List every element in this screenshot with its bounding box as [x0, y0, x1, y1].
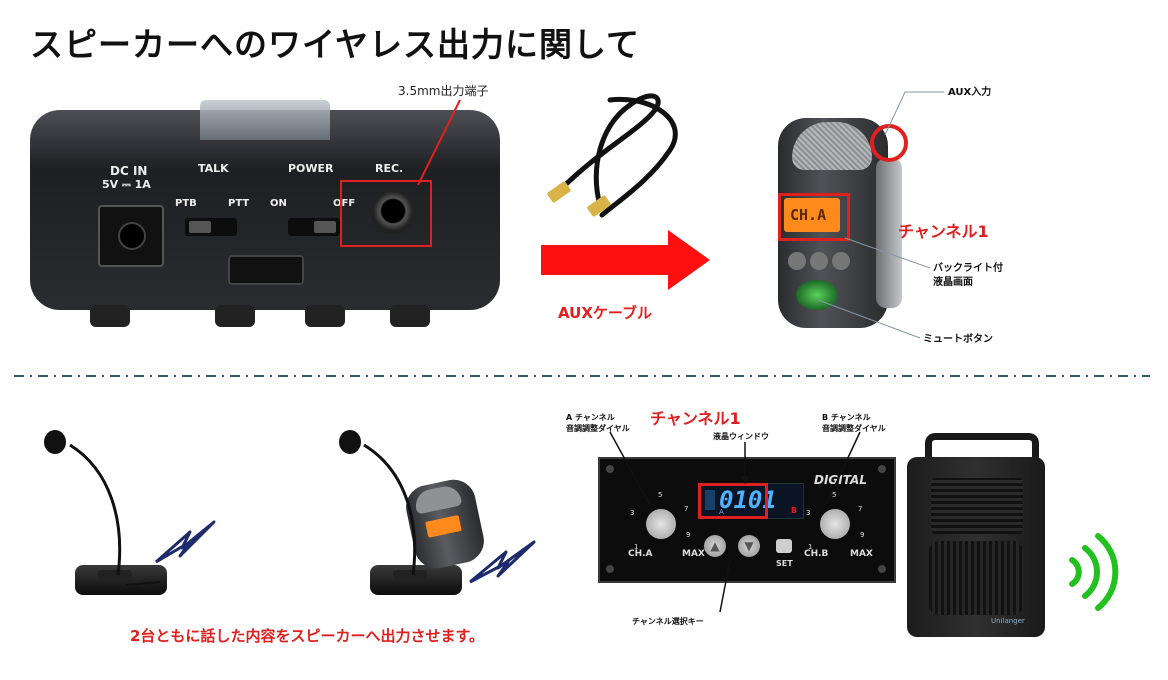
- display-b: B: [791, 506, 798, 515]
- ptb-label: PTB: [175, 198, 197, 209]
- ch-a-label: CH.A: [628, 549, 653, 559]
- mute-button-label: ミュートボタン: [923, 334, 993, 345]
- aux-in-label: AUX入力: [948, 87, 992, 98]
- channel-select-key-label: チャンネル選択キー: [632, 617, 704, 626]
- transmitter-lcd: CH.A: [784, 198, 840, 232]
- power-switch: [288, 218, 340, 236]
- dial-b-scale-3: 3: [806, 509, 811, 517]
- wireless-zigzag-1: [155, 520, 216, 564]
- dial-a-label-line1: A チャンネル: [566, 413, 615, 422]
- off-label: OFF: [333, 198, 356, 209]
- dial-a-scale-9: 9: [686, 531, 691, 539]
- rec-label: REC.: [375, 162, 404, 175]
- backlight-label-line1: バックライト付: [933, 263, 1003, 274]
- mic-1-stem: [69, 443, 122, 576]
- dc-in-label: DC IN: [110, 164, 148, 178]
- channel-down-button[interactable]: ▼: [738, 535, 760, 557]
- bottom-caption: 2台ともに話した内容をスピーカーへ出力させます。: [130, 627, 484, 645]
- lcd-text: CH.A: [790, 206, 827, 224]
- max-left-label: MAX: [682, 549, 705, 559]
- jack-highlight-box: [340, 180, 432, 247]
- button-right: [832, 252, 850, 270]
- receiver-channel-label: チャンネル1: [650, 409, 741, 428]
- dial-a-scale-7: 7: [684, 505, 689, 513]
- digital-label: DIGITAL: [814, 473, 867, 487]
- speaker-brand: Unilanger: [991, 617, 1025, 625]
- aux-cable: [547, 93, 678, 218]
- set-button[interactable]: [776, 539, 792, 553]
- mic-2-stem: [363, 443, 417, 576]
- dc-spec-label: 5V ⎓ 1A: [102, 178, 151, 191]
- dial-a-label-line2: 音調調整ダイヤル: [566, 424, 630, 433]
- cable-label: AUXケーブル: [558, 304, 652, 322]
- backlight-label-line2: 液晶画面: [933, 277, 973, 288]
- ch-b-label: CH.B: [804, 549, 829, 559]
- dial-b-label-line2: 音調調整ダイヤル: [822, 424, 886, 433]
- dc-in-port: [98, 205, 164, 267]
- dial-a[interactable]: [646, 509, 676, 539]
- jack-label: 3.5mm出力端子: [398, 84, 489, 98]
- dial-b-scale-9: 9: [860, 531, 865, 539]
- on-label: ON: [270, 198, 287, 209]
- lcd-highlight-box: [778, 193, 850, 241]
- gooseneck-mic-1: [40, 430, 180, 600]
- dial-a-scale-3: 3: [630, 509, 635, 517]
- dial-a-scale-1: 1: [634, 543, 639, 551]
- button-left: [788, 252, 806, 270]
- dial-b-scale-7: 7: [858, 505, 863, 513]
- backlight-leader: [844, 237, 931, 269]
- talk-switch: [185, 218, 237, 236]
- button-mid: [810, 252, 828, 270]
- wireless-zigzag-2: [469, 540, 536, 584]
- top-channel-label: チャンネル1: [898, 222, 989, 241]
- ptt-label: PTT: [228, 198, 250, 209]
- transmitter-device: DC IN 5V ⎓ 1A TALK PTB PTT POWER ON OFF …: [30, 100, 510, 335]
- portable-speaker: Unilanger: [907, 433, 1045, 638]
- dial-b-scale-1: 1: [808, 543, 813, 551]
- dial-b[interactable]: [820, 509, 850, 539]
- handheld-transmitter: CH.A: [778, 118, 903, 330]
- gooseneck-mic-2: [335, 430, 475, 600]
- set-label: SET: [776, 559, 793, 568]
- aux-in-leader: [884, 91, 944, 136]
- jack-leader-line: [417, 99, 461, 186]
- dial-b-label-line1: B チャンネル: [822, 413, 871, 422]
- power-label: POWER: [288, 162, 334, 175]
- signal-waves-icon: [1069, 533, 1119, 611]
- bottom-slot: [228, 255, 304, 285]
- dial-a-scale-5: 5: [658, 491, 663, 499]
- lcd-window-label: 液晶ウィンドウ: [713, 432, 769, 441]
- dial-b-scale-5: 5: [832, 491, 837, 499]
- channel-up-button[interactable]: ▲: [704, 535, 726, 557]
- output-jack: [370, 188, 416, 234]
- talk-label: TALK: [198, 162, 229, 175]
- page-title: スピーカーへのワイヤレス出力に関して: [30, 25, 641, 64]
- mute-leader: [817, 299, 921, 339]
- display-a: A: [719, 508, 724, 516]
- max-right-label: MAX: [850, 549, 873, 559]
- display-highlight-box: [698, 483, 768, 519]
- flow-arrow: [541, 230, 710, 290]
